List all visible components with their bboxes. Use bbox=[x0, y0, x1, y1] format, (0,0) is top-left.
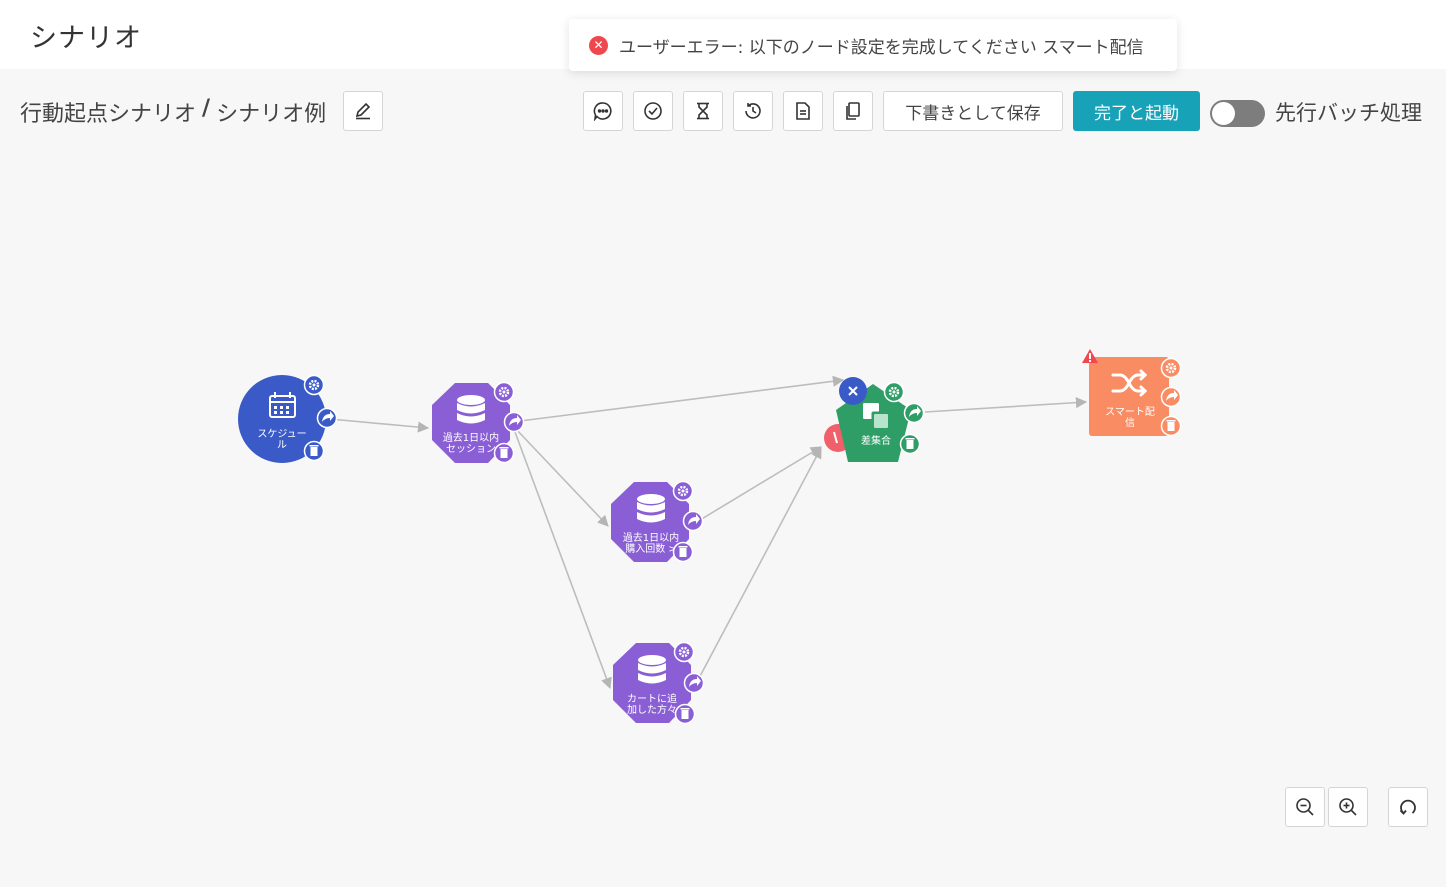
settings-icon[interactable] bbox=[672, 480, 694, 502]
node-session[interactable]: 過去1日以内 セッション bbox=[432, 381, 525, 464]
message-icon bbox=[593, 102, 612, 121]
delete-icon[interactable] bbox=[493, 442, 515, 464]
settings-icon[interactable] bbox=[493, 381, 515, 403]
history-icon bbox=[745, 103, 761, 119]
node-purchase[interactable]: 過去1日以内 購入回数 > bbox=[611, 480, 704, 563]
database-icon bbox=[457, 395, 485, 424]
save-draft-button[interactable]: 下書きとして保存 bbox=[883, 91, 1063, 131]
overlap-icon bbox=[863, 403, 891, 431]
edge-diff-smart bbox=[924, 397, 1088, 413]
pencil-icon bbox=[355, 102, 371, 120]
toast-message: ユーザーエラー: 以下のノード設定を完成してください スマート配信 bbox=[619, 37, 1144, 58]
edge-session-purchase bbox=[514, 427, 609, 527]
node-diff[interactable]: 差集合 bbox=[824, 377, 925, 462]
batch-toggle[interactable] bbox=[1210, 100, 1265, 127]
remove-input-icon[interactable] bbox=[839, 377, 867, 405]
node-schedule-label1: スケジュー bbox=[257, 428, 306, 440]
share-icon[interactable] bbox=[1160, 386, 1182, 408]
toggle-knob bbox=[1212, 102, 1235, 125]
share-icon[interactable] bbox=[503, 411, 525, 433]
edge-session-cart bbox=[514, 431, 612, 690]
breadcrumb-separator: / bbox=[202, 96, 211, 121]
settings-icon[interactable] bbox=[673, 641, 695, 663]
delete-icon[interactable] bbox=[672, 541, 694, 563]
breadcrumb-parent[interactable]: 行動起点シナリオ bbox=[20, 102, 197, 127]
comment-button[interactable] bbox=[583, 91, 623, 131]
share-icon[interactable] bbox=[903, 402, 925, 424]
check-circle-icon bbox=[644, 102, 662, 120]
database-icon bbox=[637, 494, 665, 523]
shuffle-icon bbox=[1111, 369, 1148, 397]
edit-name-button[interactable] bbox=[343, 91, 383, 131]
calendar-icon bbox=[269, 392, 296, 418]
settings-icon[interactable] bbox=[303, 374, 325, 396]
duplicate-button[interactable] bbox=[833, 91, 873, 131]
error-icon: ✕ bbox=[589, 35, 608, 55]
breadcrumb: 行動起点シナリオ / シナリオ例 bbox=[20, 96, 326, 128]
node-cart-label1: カートに追 bbox=[627, 692, 677, 705]
database-icon bbox=[638, 655, 666, 684]
delete-icon[interactable] bbox=[1160, 415, 1182, 437]
node-smart-label1: スマート配 bbox=[1105, 406, 1155, 418]
node-smart-delivery[interactable]: スマート配 信 bbox=[1082, 349, 1182, 437]
share-icon[interactable] bbox=[682, 510, 704, 532]
edge-purchase-diff bbox=[699, 446, 822, 521]
log-button[interactable] bbox=[783, 91, 823, 131]
node-purchase-label1: 過去1日以内 bbox=[623, 531, 679, 544]
delete-icon[interactable] bbox=[674, 703, 696, 725]
reset-icon bbox=[1399, 799, 1416, 815]
delete-icon[interactable] bbox=[899, 433, 921, 455]
history-button[interactable] bbox=[733, 91, 773, 131]
share-icon[interactable] bbox=[683, 672, 705, 694]
reset-view-button[interactable] bbox=[1388, 787, 1428, 827]
zoom-out-icon bbox=[1296, 798, 1314, 816]
error-toast: ✕ ユーザーエラー: 以下のノード設定を完成してください スマート配信 bbox=[569, 19, 1177, 71]
breadcrumb-current: シナリオ例 bbox=[216, 102, 327, 127]
wait-button[interactable] bbox=[683, 91, 723, 131]
node-schedule-label2: ル bbox=[277, 440, 287, 451]
node-session-label1: 過去1日以内 bbox=[443, 431, 499, 444]
edge-session-diff bbox=[519, 375, 845, 422]
complete-and-launch-button[interactable]: 完了と起動 bbox=[1073, 91, 1200, 131]
delete-icon[interactable] bbox=[303, 440, 325, 462]
node-schedule[interactable]: スケジュー ル bbox=[238, 374, 338, 463]
share-icon[interactable] bbox=[316, 407, 338, 429]
copy-icon bbox=[846, 102, 860, 120]
batch-toggle-label: 先行バッチ処理 bbox=[1275, 101, 1422, 125]
zoom-in-icon bbox=[1339, 798, 1357, 816]
zoom-out-button[interactable] bbox=[1285, 787, 1325, 827]
warning-icon bbox=[1082, 349, 1098, 363]
hourglass-icon bbox=[697, 102, 709, 120]
settings-icon[interactable] bbox=[883, 381, 905, 403]
node-session-label2: セッション bbox=[446, 443, 496, 455]
node-smart-label2: 信 bbox=[1125, 417, 1135, 429]
node-cart-label2: 加した方々 bbox=[627, 703, 677, 716]
edges bbox=[329, 375, 1088, 690]
node-diff-label1: 差集合 bbox=[861, 434, 891, 447]
settings-icon[interactable] bbox=[1160, 357, 1182, 379]
node-cart[interactable]: カートに追 加した方々 bbox=[613, 641, 705, 725]
edge-schedule-session bbox=[329, 418, 430, 433]
page-title: シナリオ bbox=[30, 23, 142, 54]
node-purchase-label2: 購入回数 > bbox=[625, 542, 677, 555]
edge-cart-diff bbox=[697, 447, 822, 681]
validate-button[interactable] bbox=[633, 91, 673, 131]
zoom-in-button[interactable] bbox=[1328, 787, 1368, 827]
document-icon bbox=[796, 102, 810, 120]
